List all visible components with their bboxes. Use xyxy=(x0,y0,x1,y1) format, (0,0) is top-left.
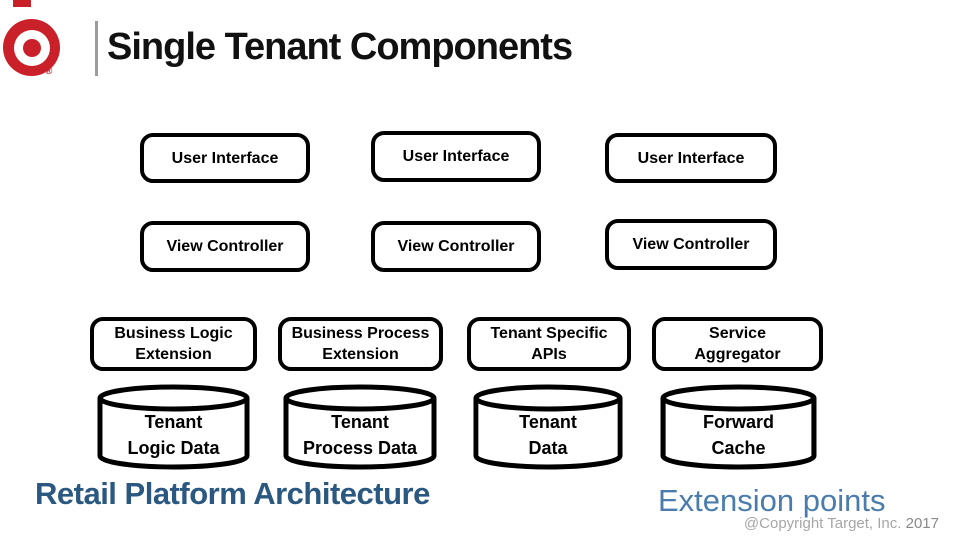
box-view-controller-1: View Controller xyxy=(140,221,310,272)
datastore-label-line2: Logic Data xyxy=(127,438,220,458)
box-label: View Controller xyxy=(632,236,750,253)
datastore-tenant-process-data: Tenant Process Data xyxy=(283,384,437,470)
box-label-line1: Tenant Specific xyxy=(490,325,608,342)
datastore-tenant-data: Tenant Data xyxy=(473,384,623,470)
target-bullseye-icon xyxy=(3,19,60,76)
box-label-line2: APIs xyxy=(531,346,567,363)
registered-trademark-icon: ® xyxy=(45,66,53,77)
datastore-forward-cache: Forward Cache xyxy=(660,384,817,470)
bullseye-center-dot xyxy=(22,38,41,57)
copyright-notice: @Copyright Target, Inc. 2017 xyxy=(744,515,939,532)
box-label: View Controller xyxy=(166,238,284,255)
datastore-label-line1: Forward xyxy=(702,412,774,432)
box-label-line2: Extension xyxy=(322,346,399,363)
box-label-line2: Aggregator xyxy=(694,346,781,363)
box-label: User Interface xyxy=(402,148,510,165)
box-label: View Controller xyxy=(397,238,515,255)
box-business-process-extension: Business Process Extension xyxy=(278,317,443,371)
box-label-line1: Business Logic xyxy=(114,325,233,342)
datastore-label-line1: Tenant xyxy=(144,412,203,432)
slide-title: Single Tenant Components xyxy=(107,26,573,68)
box-business-logic-extension: Business Logic Extension xyxy=(90,317,257,371)
logo-notch xyxy=(13,0,31,7)
box-user-interface-3: User Interface xyxy=(605,133,777,183)
database-cylinder-icon xyxy=(283,384,437,470)
title-divider xyxy=(95,21,98,76)
box-view-controller-2: View Controller xyxy=(371,221,541,272)
target-logo: ® xyxy=(0,0,100,90)
database-cylinder-icon xyxy=(473,384,623,470)
footer-retail-platform-architecture: Retail Platform Architecture xyxy=(35,476,430,511)
datastore-label-line2: Data xyxy=(528,438,568,458)
datastore-tenant-logic-data: Tenant Logic Data xyxy=(97,384,250,470)
box-service-aggregator: Service Aggregator xyxy=(652,317,823,371)
box-label: User Interface xyxy=(171,149,279,167)
bullseye-white-ring xyxy=(13,29,50,66)
box-view-controller-3: View Controller xyxy=(605,219,777,270)
datastore-label-line1: Tenant xyxy=(519,412,577,432)
box-user-interface-2: User Interface xyxy=(371,131,541,182)
database-cylinder-icon xyxy=(660,384,817,470)
copyright-year: 2017 xyxy=(905,515,939,532)
box-label-line2: Extension xyxy=(135,346,212,363)
database-cylinder-icon xyxy=(97,384,250,470)
box-label-line1: Service xyxy=(709,325,766,342)
box-tenant-specific-apis: Tenant Specific APIs xyxy=(467,317,631,371)
box-label: User Interface xyxy=(637,149,745,167)
box-user-interface-1: User Interface xyxy=(140,133,310,183)
datastore-label-line1: Tenant xyxy=(331,412,389,432)
datastore-label-line2: Process Data xyxy=(302,438,418,458)
datastore-label-line2: Cache xyxy=(711,438,766,458)
copyright-text: @Copyright Target, Inc. xyxy=(743,515,902,532)
box-label-line1: Business Process xyxy=(291,325,430,342)
footer-extension-points: Extension points xyxy=(658,483,886,518)
